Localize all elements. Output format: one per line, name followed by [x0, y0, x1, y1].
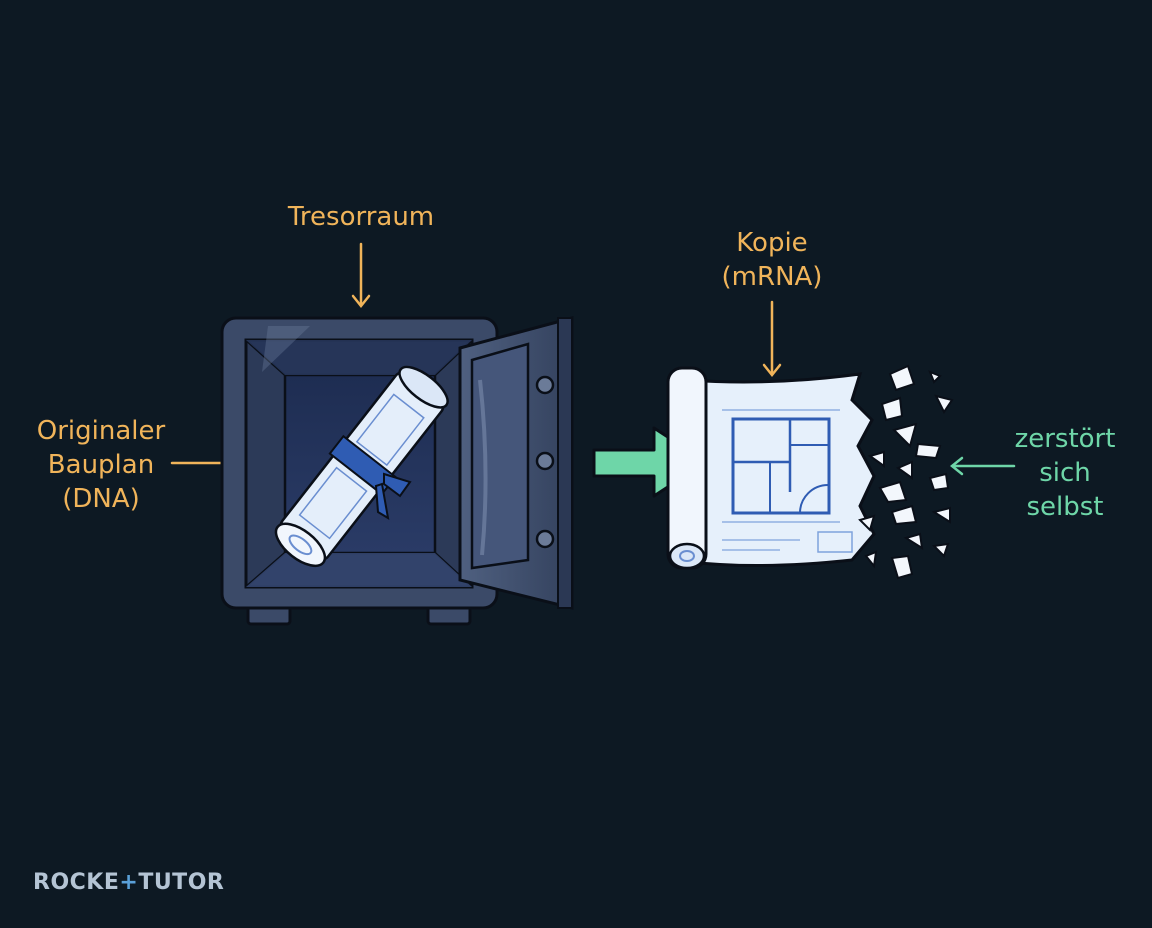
safe-door-icon: [458, 316, 574, 610]
arrow-zerstoert: [949, 456, 1016, 476]
label-kopie-line2: (mRNA): [721, 262, 823, 292]
paper-fragments-icon: [858, 364, 954, 580]
arrow-tresorraum: [351, 242, 371, 309]
logo-plus: +: [119, 870, 139, 895]
label-kopie: Kopie (mRNA): [692, 226, 852, 294]
blueprint-sheet-icon: [666, 366, 876, 570]
logo-part2: TUTOR: [138, 870, 225, 895]
label-tresorraum-text: Tresorraum: [287, 202, 435, 232]
ribbon-icon: [374, 472, 412, 520]
arrow-kopie: [762, 300, 782, 378]
label-original-line3: (DNA): [62, 484, 140, 514]
label-zerstoert: zerstört sich selbst: [990, 422, 1140, 524]
label-original-line2: Bauplan: [47, 450, 155, 480]
label-zerstoert-line2: sich: [1039, 458, 1091, 488]
label-tresorraum: Tresorraum: [261, 200, 461, 234]
label-zerstoert-line3: selbst: [1026, 492, 1104, 522]
rocketutor-logo: ROCKE+TUTOR: [33, 870, 224, 895]
label-original-line1: Originaler: [36, 416, 166, 446]
label-original: Originaler Bauplan (DNA): [10, 414, 192, 516]
label-zerstoert-line1: zerstört: [1014, 424, 1116, 454]
logo-part1: ROCKE: [33, 870, 120, 895]
rolled-blueprint-icon: [274, 365, 449, 568]
label-kopie-line1: Kopie: [736, 228, 808, 258]
